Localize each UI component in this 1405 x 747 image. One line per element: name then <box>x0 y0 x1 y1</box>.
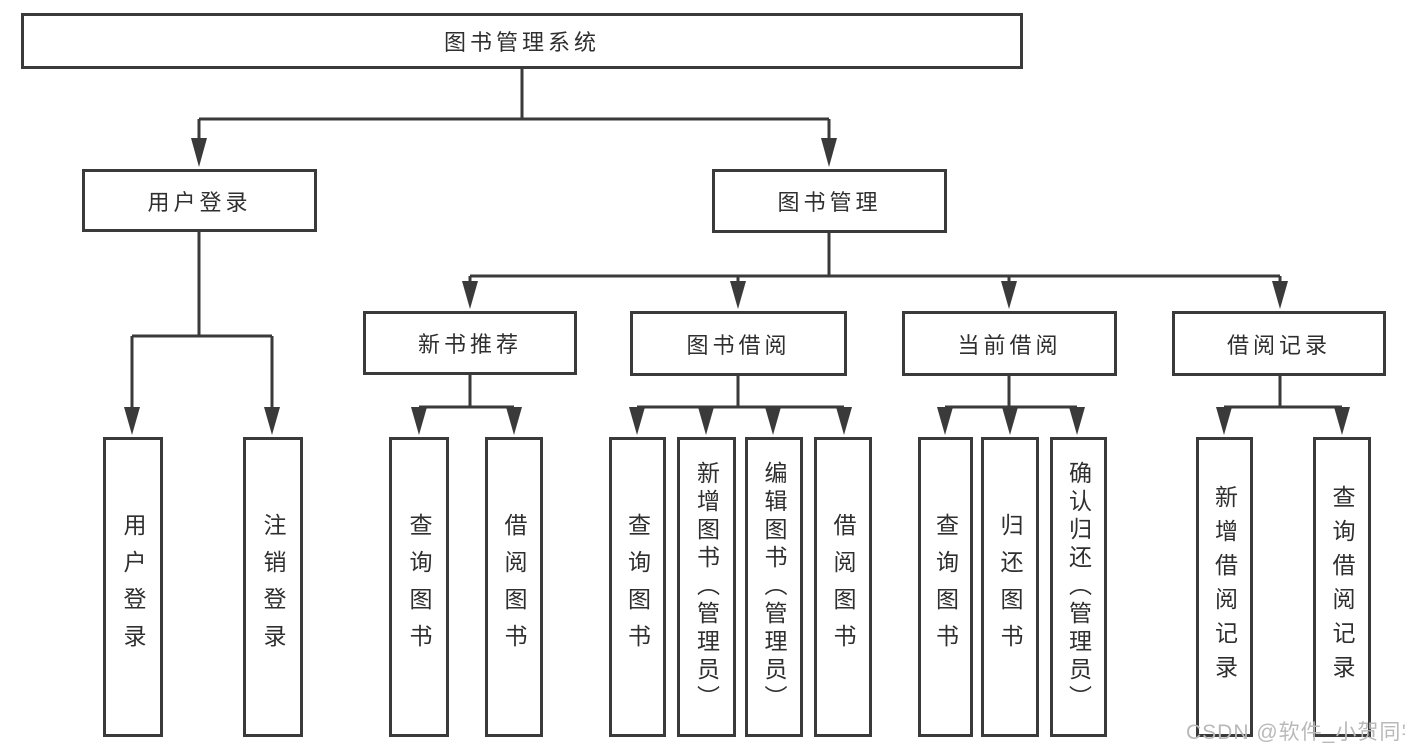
leaf-label: 查询图书 <box>932 513 959 661</box>
arrowhead <box>1272 281 1288 309</box>
csdn-watermark: CSDN @软件_小贺同学 <box>1186 721 1405 744</box>
arrowhead <box>411 407 427 435</box>
arrowhead <box>462 281 478 309</box>
node-new-book-recommend: 新书推荐 <box>363 311 577 375</box>
arrowhead <box>1001 281 1017 309</box>
arrowhead <box>506 407 522 435</box>
leaf-query-books-recommend: 查询图书 <box>389 437 449 737</box>
leaf-return-books: 归还图书 <box>981 437 1039 737</box>
arrowhead <box>1069 407 1085 435</box>
leaf-borrow-books: 借阅图书 <box>814 437 872 737</box>
arrowhead <box>264 407 280 435</box>
node-label: 借阅记录 <box>1226 332 1331 358</box>
leaf-label: 查询借阅记录 <box>1329 485 1355 689</box>
node-book-borrow: 图书借阅 <box>630 311 847 376</box>
leaf-query-books-borrow: 查询图书 <box>609 437 666 737</box>
node-label: 用户登录 <box>147 189 252 215</box>
arrowhead <box>1002 407 1018 435</box>
leaf-add-borrow-record: 新增借阅记录 <box>1196 437 1253 737</box>
leaf-label: 借阅图书 <box>830 513 856 661</box>
node-root-library-system: 图书管理系统 <box>21 13 1023 69</box>
leaf-query-books-current: 查询图书 <box>918 437 973 737</box>
leaf-label: 归还图书 <box>997 513 1023 661</box>
node-user-login: 用户登录 <box>82 169 317 232</box>
leaf-label: 确认归还（管理员） <box>1065 461 1092 713</box>
arrowhead <box>821 138 837 167</box>
leaf-edit-books-admin: 编辑图书（管理员） <box>745 437 803 737</box>
node-book-management: 图书管理 <box>712 169 947 233</box>
arrowhead <box>730 281 746 309</box>
arrowhead <box>629 407 645 435</box>
leaf-label: 借阅图书 <box>501 513 527 661</box>
node-label: 图书管理系统 <box>443 30 600 55</box>
arrowhead <box>1216 407 1232 435</box>
arrowhead <box>765 407 781 435</box>
leaf-label: 注销登录 <box>260 513 286 661</box>
leaf-add-books-admin: 新增图书（管理员） <box>677 437 736 737</box>
leaf-borrow-books-recommend: 借阅图书 <box>485 437 543 737</box>
leaf-label: 新增借阅记录 <box>1211 485 1238 689</box>
leaf-label: 编辑图书（管理员） <box>761 461 787 713</box>
arrowhead <box>1334 407 1350 435</box>
node-label: 当前借阅 <box>957 332 1062 358</box>
node-label: 图书借阅 <box>686 332 791 358</box>
leaf-label: 查询图书 <box>624 513 651 661</box>
leaf-user-login: 用户登录 <box>103 437 163 737</box>
arrowhead <box>937 407 953 435</box>
leaf-confirm-return-admin: 确认归还（管理员） <box>1050 437 1107 737</box>
leaf-label: 查询图书 <box>406 513 432 661</box>
leaf-query-borrow-record: 查询借阅记录 <box>1313 437 1371 737</box>
arrowhead <box>124 407 140 435</box>
leaf-label: 新增图书（管理员） <box>693 461 720 713</box>
leaf-logout: 注销登录 <box>243 437 303 737</box>
node-current-borrow: 当前借阅 <box>902 311 1117 376</box>
arrowhead <box>698 407 714 435</box>
arrowhead <box>191 138 207 167</box>
arrowhead <box>836 407 852 435</box>
node-label: 新书推荐 <box>417 332 522 357</box>
node-label: 图书管理 <box>777 190 882 215</box>
node-borrow-records: 借阅记录 <box>1172 311 1386 376</box>
leaf-label: 用户登录 <box>120 513 146 661</box>
arrowheads <box>124 138 1350 435</box>
